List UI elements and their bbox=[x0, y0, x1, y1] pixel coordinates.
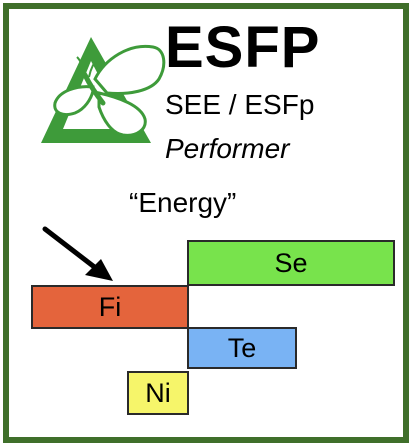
function-bar-te: Te bbox=[187, 327, 297, 369]
function-bar-ni: Ni bbox=[127, 371, 189, 415]
type-name: Performer bbox=[165, 133, 290, 164]
type-aliases: SEE / ESFp bbox=[165, 89, 315, 120]
function-label-se: Se bbox=[274, 247, 308, 278]
function-label-ni: Ni bbox=[145, 377, 171, 408]
arrow-icon bbox=[42, 226, 113, 281]
function-bar-se: Se bbox=[187, 240, 395, 286]
type-code: ESFP bbox=[165, 15, 321, 80]
function-label-te: Te bbox=[227, 332, 257, 363]
butterfly-logo-icon bbox=[41, 37, 166, 143]
type-card: ESFP SEE / ESFp Performer “Energy” Se Fi… bbox=[3, 3, 409, 443]
function-bar-fi: Fi bbox=[31, 285, 189, 329]
type-theme: “Energy” bbox=[129, 187, 237, 218]
function-label-fi: Fi bbox=[98, 291, 122, 322]
